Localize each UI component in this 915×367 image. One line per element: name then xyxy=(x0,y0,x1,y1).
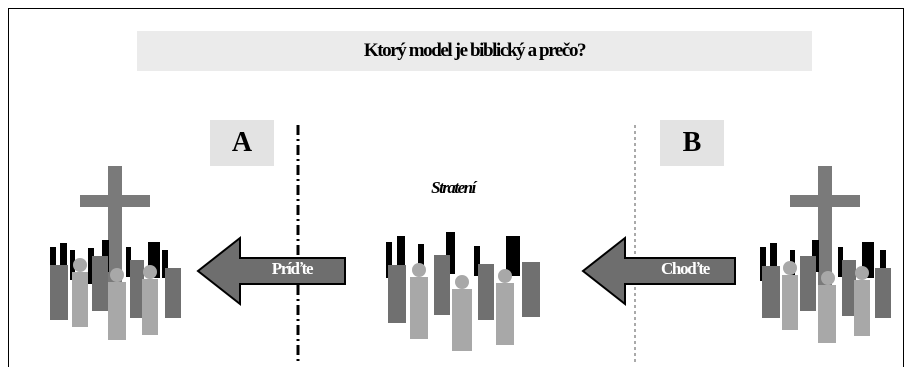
arrow-left-b xyxy=(581,235,736,307)
center-label: Stratení xyxy=(431,178,476,197)
slide-title: Ktorý model je biblický a prečo? xyxy=(137,31,812,71)
cross-icon-left xyxy=(80,166,150,286)
arrow-left-a xyxy=(196,235,346,307)
crowd-icon-right xyxy=(760,240,891,343)
label-b: B xyxy=(660,120,724,166)
cross-icon-right xyxy=(790,166,860,286)
crowd-icon-center xyxy=(386,232,540,351)
arrow-label-a: Príďte xyxy=(271,259,314,278)
label-a: A xyxy=(210,120,274,166)
slide-frame xyxy=(8,8,904,367)
arrow-label-b: Choďte xyxy=(660,259,710,278)
crowd-icon-left xyxy=(50,240,181,340)
